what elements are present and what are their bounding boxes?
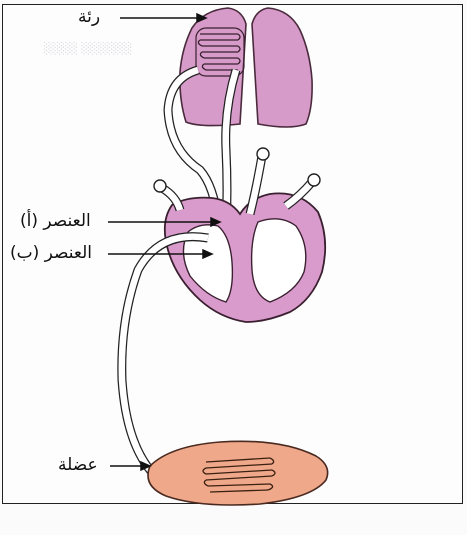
right-lung (252, 8, 312, 127)
label-lung: رئة (78, 9, 100, 26)
label-element-a: العنصر (أ) (20, 213, 91, 230)
muscle-body (148, 441, 328, 505)
left-lung (180, 8, 246, 126)
lungs (180, 8, 312, 127)
label-element-b: العنصر (ب) (10, 245, 92, 262)
label-muscle: عضلة (58, 457, 98, 474)
muscle (148, 441, 328, 505)
